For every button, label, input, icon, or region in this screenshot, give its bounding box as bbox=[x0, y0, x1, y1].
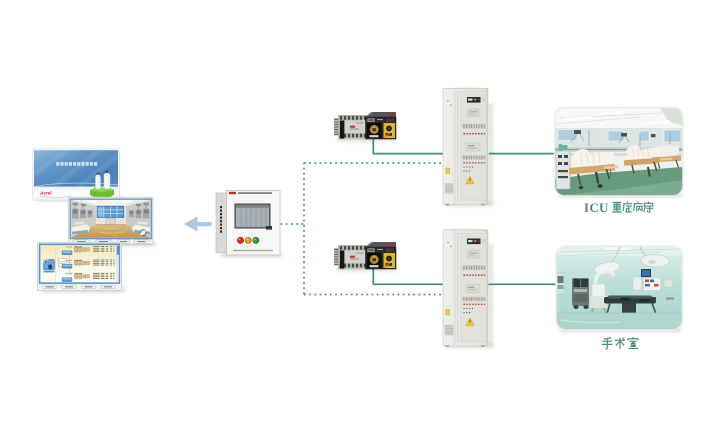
svg-text:Acrel: Acrel bbox=[39, 191, 52, 196]
svg-text:ICU: ICU bbox=[584, 200, 609, 215]
